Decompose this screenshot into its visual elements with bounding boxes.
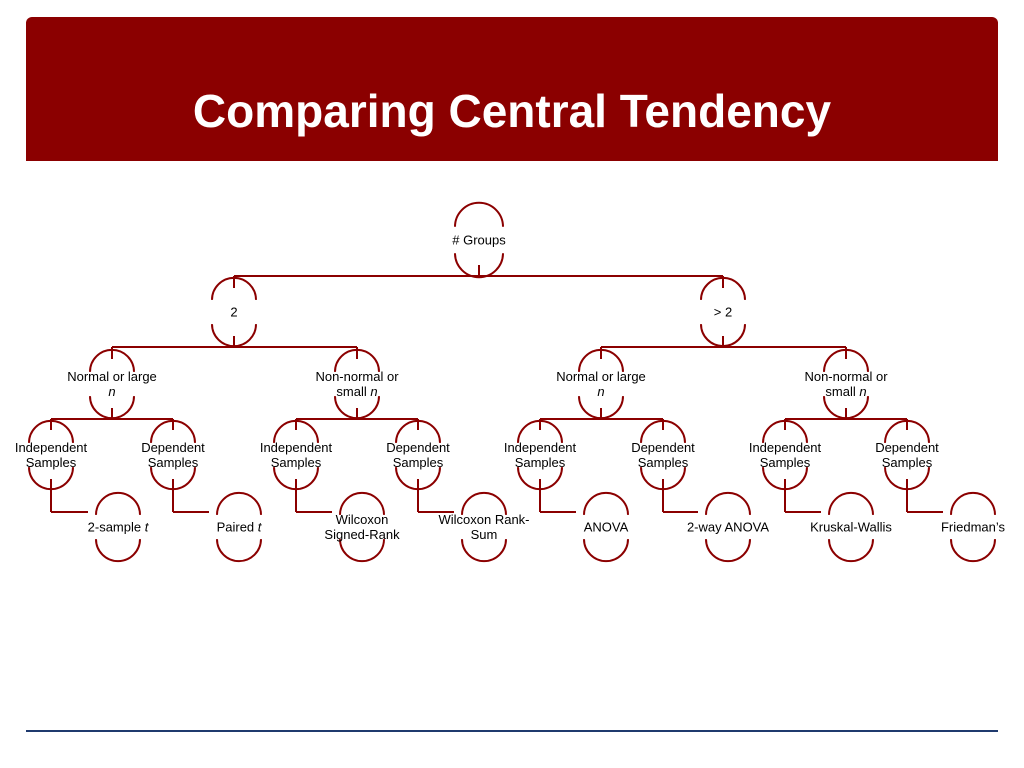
- node-top-arc: [461, 491, 507, 515]
- node-top-arc: [705, 491, 751, 515]
- test-kruskal-wallis: Kruskal-Wallis: [810, 519, 892, 535]
- slide-title: Comparing Central Tendency: [192, 85, 832, 137]
- test-wilcoxon-signed-rank: Wilcoxon Signed-Rank: [324, 512, 400, 542]
- node-top-arc: [583, 491, 629, 515]
- node-top-arc: [884, 419, 930, 443]
- node-top-arc: [89, 348, 135, 372]
- node-top-arc: [339, 491, 385, 515]
- node-top-arc: [700, 276, 746, 300]
- node-top-arc: [334, 348, 380, 372]
- test-two-sample-t: 2-sample t: [87, 519, 149, 535]
- node-bottom-arc: [216, 539, 262, 563]
- title-bar: Comparing Central Tendency: [26, 17, 998, 161]
- node-bottom-arc: [454, 253, 504, 279]
- node-top-arc: [517, 419, 563, 443]
- node-top-arc: [823, 348, 869, 372]
- node-bottom-arc: [828, 539, 874, 563]
- node-top-arc: [273, 419, 319, 443]
- node-bottom-arc: [583, 539, 629, 563]
- node-bottom-arc: [950, 539, 996, 563]
- node-top-arc: [762, 419, 808, 443]
- node-bottom-arc: [339, 539, 385, 563]
- node-top-arc: [950, 491, 996, 515]
- node-top-arc: [28, 419, 74, 443]
- test-friedmans: Friedman’s: [940, 519, 1006, 535]
- test-two-way-anova: 2-way ANOVA: [686, 519, 770, 535]
- test-anova: ANOVA: [583, 519, 629, 535]
- node-top-arc: [395, 419, 441, 443]
- node-groups: # Groups: [452, 232, 506, 248]
- node-top-arc: [216, 491, 262, 515]
- test-paired-t: Paired t: [216, 519, 262, 535]
- node-more-than-two-groups: > 2: [713, 304, 733, 320]
- node-top-arc: [578, 348, 624, 372]
- node-top-arc: [95, 491, 141, 515]
- node-top-arc: [828, 491, 874, 515]
- node-top-arc: [640, 419, 686, 443]
- bottom-rule: [26, 730, 998, 732]
- test-wilcoxon-rank-sum: Wilcoxon Rank- Sum: [438, 512, 530, 542]
- node-bottom-arc: [705, 539, 751, 563]
- node-bottom-arc: [461, 539, 507, 563]
- node-two-groups: 2: [230, 304, 238, 320]
- node-top-arc: [150, 419, 196, 443]
- node-top-arc: [454, 201, 504, 227]
- node-bottom-arc: [95, 539, 141, 563]
- node-top-arc: [211, 276, 257, 300]
